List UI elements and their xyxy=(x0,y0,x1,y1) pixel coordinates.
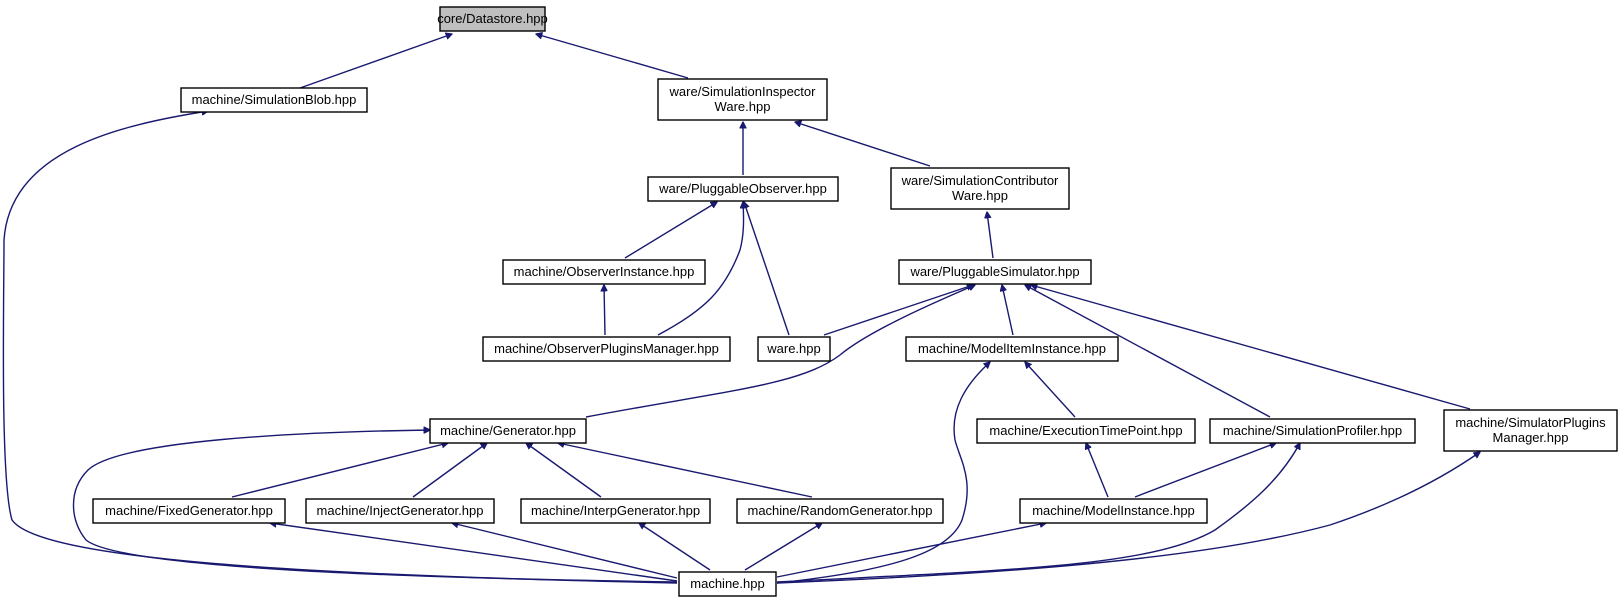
edge-observerinstance-to-pluggableobserver xyxy=(624,202,717,259)
edge-observerplugins-to-pluggableobserver xyxy=(657,202,744,336)
node-label: machine/ModelItemInstance.hpp xyxy=(918,341,1106,356)
edge-simprofiler-to-pluggablesimulator xyxy=(1025,285,1271,418)
edge-executiontime-to-modeliteminstance xyxy=(1025,362,1076,418)
edge-warehpp-to-pluggableobserver xyxy=(744,202,790,336)
node-ware-pluggableobserver[interactable]: ware/PluggableObserver.hpp xyxy=(647,176,839,202)
edge-machinehpp-to-fixedgen xyxy=(270,523,678,582)
node-label: machine/InjectGenerator.hpp xyxy=(317,503,484,518)
node-label: machine/FixedGenerator.hpp xyxy=(105,503,273,518)
node-label: machine/ObserverInstance.hpp xyxy=(514,264,695,279)
node-label: machine/ExecutionTimePoint.hpp xyxy=(989,423,1182,438)
node-label: machine/SimulationProfiler.hpp xyxy=(1223,423,1402,438)
edge-modelinstance-to-executiontime xyxy=(1086,443,1109,498)
edge-machinehpp-to-modelinstance xyxy=(776,523,1046,578)
edge-observerplugins-to-observerinstance xyxy=(604,285,605,336)
node-machine-interpgenerator[interactable]: machine/InterpGenerator.hpp xyxy=(520,498,711,524)
edge-machinehpp-to-interpgen xyxy=(639,523,711,571)
edges-layer xyxy=(2,34,1480,584)
edge-warehpp-to-pluggablesimulator xyxy=(823,285,973,336)
node-label-line2: Ware.hpp xyxy=(952,188,1008,203)
node-machine-executiontimepoint[interactable]: machine/ExecutionTimePoint.hpp xyxy=(976,418,1196,444)
edge-injectgen-to-generator xyxy=(412,443,487,498)
edge-modeliteminstance-to-pluggablesimulator xyxy=(1002,285,1014,336)
node-machine-simulatorpluginsmanager[interactable]: machine/SimulatorPlugins Manager.hpp xyxy=(1443,409,1618,452)
edge-machinehpp-to-simprofiler xyxy=(776,443,1300,583)
edge-generator-to-pluggablesimulator xyxy=(585,285,975,418)
edge-machinehpp-to-injectgen xyxy=(452,523,678,579)
node-machine-generator[interactable]: machine/Generator.hpp xyxy=(429,418,587,444)
edge-machinehpp-to-modeliteminstance xyxy=(776,362,990,584)
node-label: machine/ModelInstance.hpp xyxy=(1032,503,1195,518)
node-ware-simulationcontributorware[interactable]: ware/SimulationContributor Ware.hpp xyxy=(890,167,1070,210)
edge-machinehpp-to-generator xyxy=(72,430,678,583)
node-label: machine/SimulationBlob.hpp xyxy=(192,92,357,107)
node-label: ware/PluggableSimulator.hpp xyxy=(909,264,1079,279)
node-label: machine/ObserverPluginsManager.hpp xyxy=(494,341,719,356)
node-machine-fixedgenerator[interactable]: machine/FixedGenerator.hpp xyxy=(92,498,286,524)
node-label: ware.hpp xyxy=(766,341,820,356)
node-machine-simulationprofiler[interactable]: machine/SimulationProfiler.hpp xyxy=(1209,418,1416,444)
node-machine-modelinstance[interactable]: machine/ModelInstance.hpp xyxy=(1019,498,1208,524)
node-label: machine/Generator.hpp xyxy=(440,423,576,438)
edge-simulatorplugins-to-pluggablesimulator xyxy=(1031,285,1471,410)
edge-machinehpp-to-simulationblob xyxy=(2,111,678,584)
node-label: machine.hpp xyxy=(690,576,764,591)
nodes-layer: core/Datastore.hpp machine/SimulationBlo… xyxy=(92,6,1618,597)
node-label: core/Datastore.hpp xyxy=(437,11,548,26)
node-machine-hpp[interactable]: machine.hpp xyxy=(678,571,777,597)
edge-randomgen-to-generator xyxy=(558,443,813,498)
node-ware-hpp[interactable]: ware.hpp xyxy=(757,336,831,362)
node-ware-simulationinspectorware[interactable]: ware/SimulationInspector Ware.hpp xyxy=(657,78,828,121)
node-core-datastore[interactable]: core/Datastore.hpp xyxy=(437,6,548,32)
node-machine-injectgenerator[interactable]: machine/InjectGenerator.hpp xyxy=(305,498,495,524)
node-label-line1: machine/SimulatorPlugins xyxy=(1455,415,1606,430)
node-label-line2: Manager.hpp xyxy=(1493,430,1569,445)
node-label-line2: Ware.hpp xyxy=(715,99,771,114)
node-ware-pluggablesimulator[interactable]: ware/PluggableSimulator.hpp xyxy=(898,259,1092,285)
edge-simulationblob-to-datastore xyxy=(299,34,452,89)
edge-contributorware-to-inspectorware xyxy=(795,122,931,167)
edge-interpgen-to-generator xyxy=(526,443,602,498)
edge-pluggablesimulator-to-contributorware xyxy=(987,212,994,259)
node-label: machine/InterpGenerator.hpp xyxy=(531,503,700,518)
node-machine-observerinstance[interactable]: machine/ObserverInstance.hpp xyxy=(502,259,706,285)
node-label-line1: ware/SimulationInspector xyxy=(669,84,817,99)
edge-machinehpp-to-simulatorplugins xyxy=(776,452,1480,584)
edge-fixedgen-to-generator xyxy=(231,443,448,498)
node-machine-observerpluginsmanager[interactable]: machine/ObserverPluginsManager.hpp xyxy=(482,336,731,362)
node-label-line1: ware/SimulationContributor xyxy=(901,173,1059,188)
node-machine-modeliteminstance[interactable]: machine/ModelItemInstance.hpp xyxy=(905,336,1119,362)
edge-modelinstance-to-simprofiler xyxy=(1134,443,1276,498)
node-machine-simulationblob[interactable]: machine/SimulationBlob.hpp xyxy=(180,87,368,113)
node-label: ware/PluggableObserver.hpp xyxy=(658,181,827,196)
edge-machinehpp-to-randomgen xyxy=(744,523,822,571)
node-machine-randomgenerator[interactable]: machine/RandomGenerator.hpp xyxy=(736,498,944,524)
edge-inspectorware-to-datastore xyxy=(536,34,689,79)
node-label: machine/RandomGenerator.hpp xyxy=(747,503,932,518)
